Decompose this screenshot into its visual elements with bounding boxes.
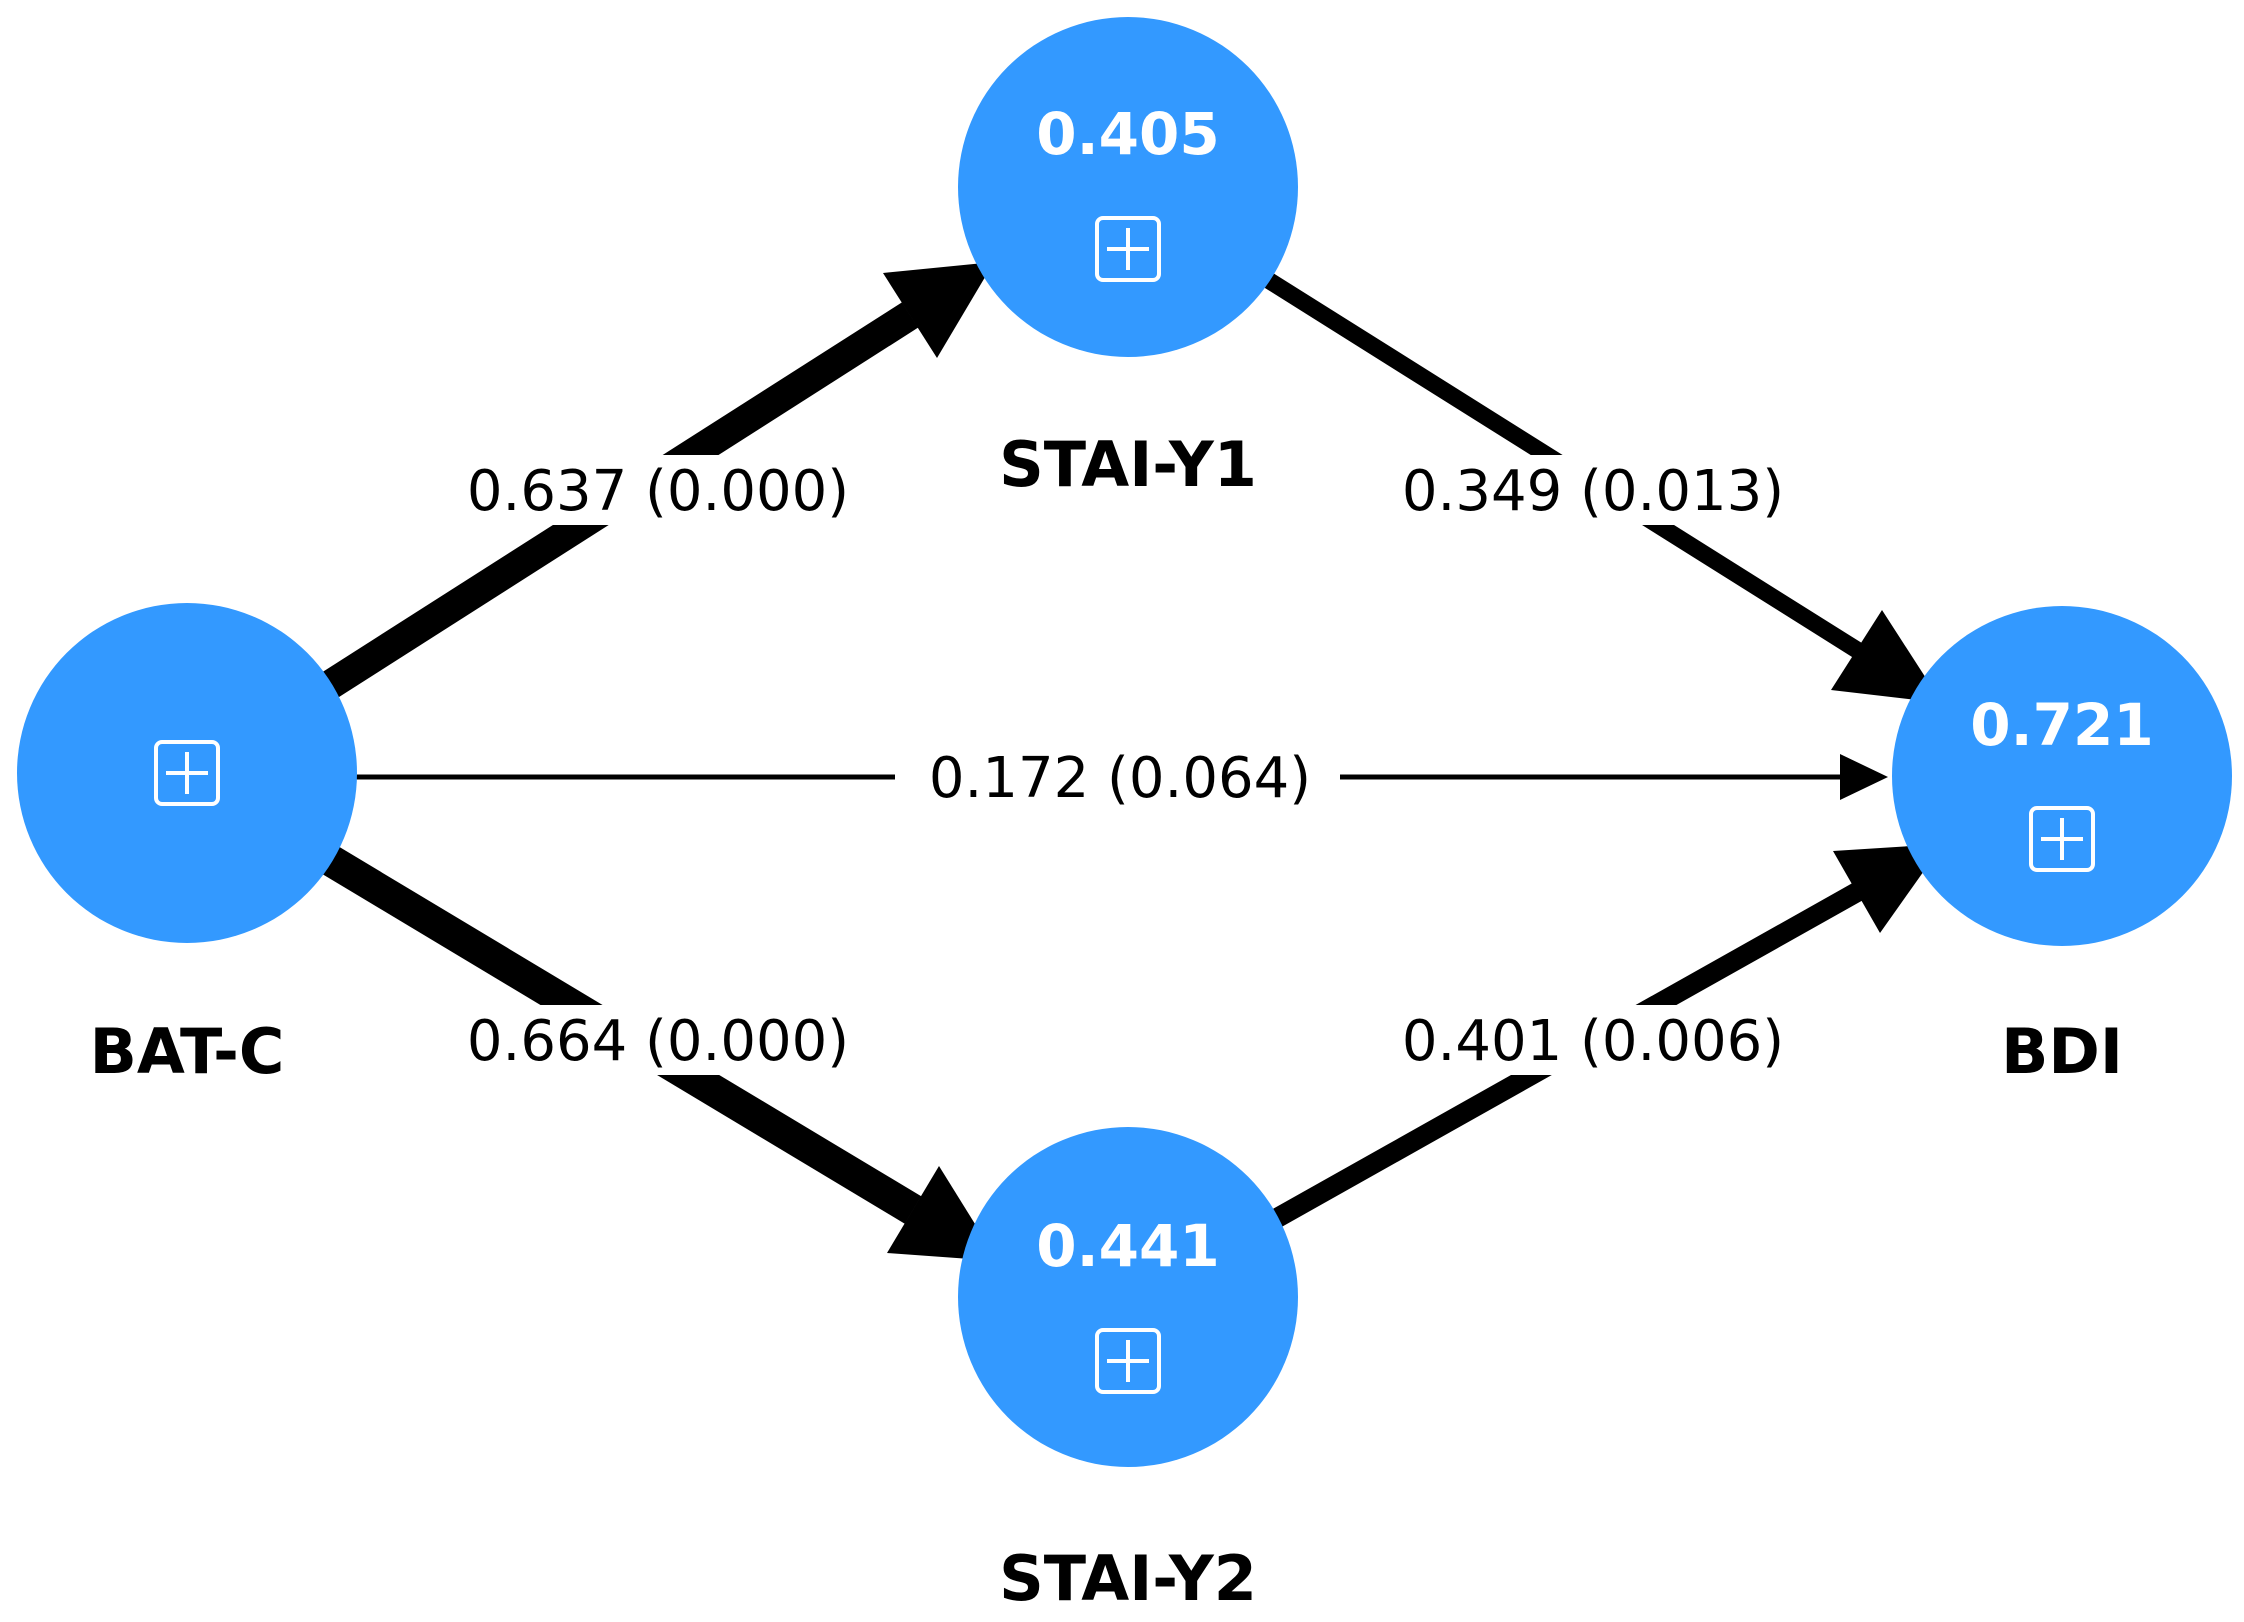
r2-value-bdi: 0.721 [1970, 691, 2153, 759]
path-label-bat-c-bdi: 0.172 (0.064) [929, 746, 1311, 811]
expand-plus-icon[interactable] [1095, 1328, 1161, 1394]
r2-value-stai-y1: 0.405 [1036, 100, 1219, 168]
expand-plus-icon[interactable] [1095, 216, 1161, 282]
node-bdi[interactable]: 0.721 BDI [1892, 606, 2232, 1088]
path-label-stai-y1-bdi: 0.349 (0.013) [1402, 459, 1784, 524]
path-label-stai-y2-bdi: 0.401 (0.006) [1402, 1009, 1784, 1074]
node-circle-stai-y1 [958, 17, 1298, 357]
node-label-bdi: BDI [2001, 1015, 2123, 1088]
expand-plus-icon[interactable] [2029, 806, 2095, 872]
node-circle-bdi [1892, 606, 2232, 946]
node-stai-y2[interactable]: 0.441 STAI-Y2 [958, 1127, 1298, 1615]
node-label-stai-y2: STAI-Y2 [999, 1542, 1257, 1615]
r2-value-stai-y2: 0.441 [1036, 1212, 1219, 1280]
node-bat-c[interactable]: BAT-C [17, 603, 357, 1088]
path-label-bat-c-stai-y1: 0.637 (0.000) [467, 459, 849, 524]
path-label-bat-c-stai-y2: 0.664 (0.000) [467, 1009, 849, 1074]
node-label-bat-c: BAT-C [90, 1015, 285, 1088]
path-labels: 0.637 (0.000) 0.664 (0.000) 0.349 (0.013… [462, 455, 1790, 1075]
node-label-stai-y1: STAI-Y1 [999, 428, 1257, 501]
expand-plus-icon[interactable] [154, 740, 220, 806]
node-circle-stai-y2 [958, 1127, 1298, 1467]
node-stai-y1[interactable]: 0.405 STAI-Y1 [958, 17, 1298, 501]
